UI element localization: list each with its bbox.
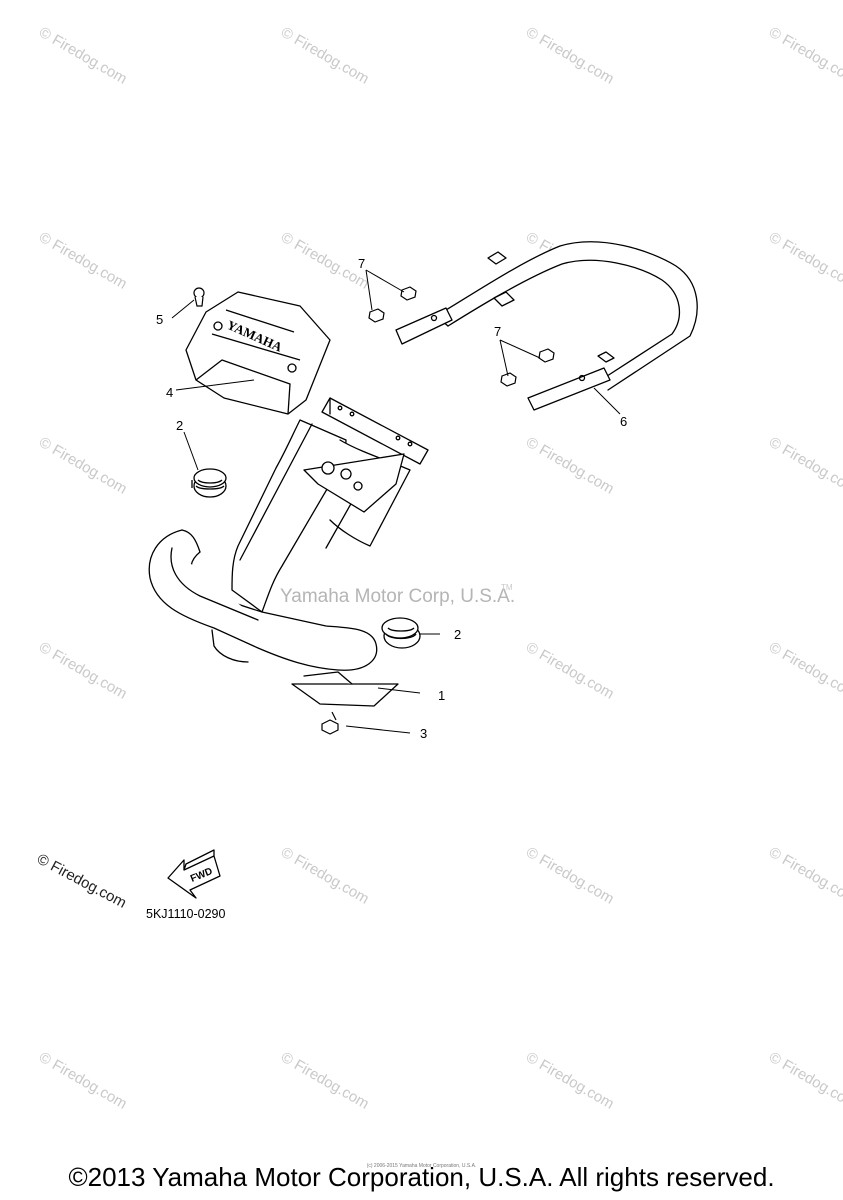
copyright-text: ©2013 Yamaha Motor Corporation, U.S.A. A…	[68, 1162, 775, 1192]
bolt-part-3	[321, 711, 339, 735]
cover-part-4: YAMAHA	[185, 291, 331, 415]
fwd-arrow-icon: FWD	[167, 849, 221, 899]
grab-bar-part-6	[395, 241, 698, 411]
watermark: © Firedog.com	[36, 229, 130, 293]
screw-part-5	[193, 287, 205, 307]
firedog-logo: © Firedog.com	[34, 851, 129, 912]
watermark: © Firedog.com	[36, 639, 130, 703]
callout-7-left: 7	[358, 256, 365, 271]
callout-3: 3	[420, 726, 427, 741]
leader-lines	[171, 269, 621, 734]
watermark: © Firedog.com	[278, 844, 372, 908]
watermark: © Firedog.com	[278, 24, 372, 88]
callout-1: 1	[438, 688, 445, 703]
callout-6: 6	[620, 414, 627, 429]
callout-4: 4	[166, 385, 173, 400]
callout-2-top: 2	[176, 418, 183, 433]
watermark: © Firedog.com	[766, 844, 843, 908]
watermark: © Firedog.com	[523, 24, 617, 88]
watermark: © Firedog.com	[523, 1049, 617, 1113]
watermark: © Firedog.com	[766, 434, 843, 498]
watermark: © Firedog.com	[523, 434, 617, 498]
watermark: © Firedog.com	[766, 24, 843, 88]
diagram-code: 5KJ1110-0290	[146, 907, 226, 921]
callout-5: 5	[156, 312, 163, 327]
watermark: © Firedog.com	[278, 1049, 372, 1113]
footer-tiny-text: (c) 2006-2015 Yamaha Motor Corporation, …	[366, 1163, 477, 1169]
watermark: © Firedog.com	[36, 434, 130, 498]
corp-watermark-tm: TM	[501, 583, 513, 592]
callout-7-right: 7	[494, 324, 501, 339]
watermark: © Firedog.com	[523, 639, 617, 703]
watermark: © Firedog.com	[36, 1049, 130, 1113]
watermark: © Firedog.com	[523, 844, 617, 908]
watermark: © Firedog.com	[766, 229, 843, 293]
grommet-part-2	[191, 468, 421, 649]
watermark: © Firedog.com	[36, 24, 130, 88]
watermark: © Firedog.com	[766, 1049, 843, 1113]
callout-2-right: 2	[454, 627, 461, 642]
corp-watermark: Yamaha Motor Corp, U.S.A.	[280, 586, 515, 607]
watermark: © Firedog.com	[766, 639, 843, 703]
frame-part-1	[148, 397, 429, 707]
bolts-part-7	[368, 286, 555, 387]
